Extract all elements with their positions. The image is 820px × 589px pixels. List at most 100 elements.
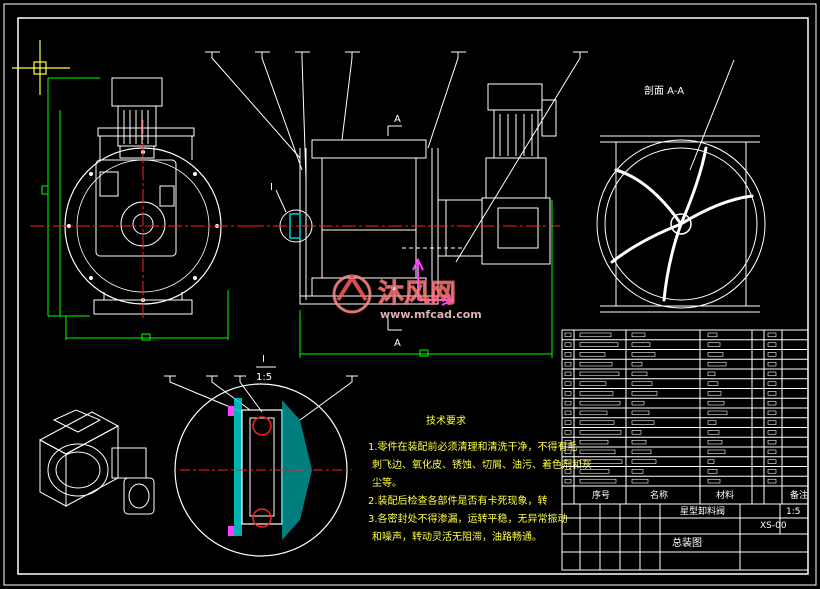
parts-cell-text — [707, 469, 718, 474]
parts-cell-text — [564, 410, 572, 416]
parts-cell-text — [564, 449, 572, 455]
notes-line-3: 尘等。 — [372, 476, 402, 489]
detail-scale-bottom: 1:5 — [256, 372, 272, 383]
parts-cell-text — [631, 400, 645, 406]
parts-cell-text — [707, 459, 715, 464]
outer-border — [3, 3, 817, 586]
parts-cell-text — [767, 332, 777, 338]
parts-cell-text — [579, 420, 615, 425]
technical-notes: 技术要求 1.零件在装配前必须清理和清洗干净，不得有毛 刺飞边、氧化皮、锈蚀、切… — [368, 414, 592, 543]
header-material: 材料 — [716, 489, 734, 501]
parts-cell-text — [707, 430, 720, 435]
parts-cell-text — [564, 400, 572, 406]
parts-cell-text — [767, 459, 777, 464]
parts-cell-text — [564, 439, 572, 445]
detail-i-view[interactable]: I 1:5 — [164, 354, 358, 557]
parts-cell-text — [631, 459, 657, 464]
parts-cell-text — [631, 391, 658, 396]
parts-cell-text — [707, 352, 724, 357]
notes-line-5: 3.各密封处不得渗漏，运转平稳，无异常振动 — [368, 512, 568, 525]
parts-cell-text — [767, 342, 777, 347]
detail-label: I — [270, 182, 273, 193]
parts-cell-text — [631, 430, 642, 435]
parts-cell-text — [631, 410, 650, 416]
watermark-url: www.mfcad.com — [380, 308, 482, 321]
parts-cell-text — [579, 332, 612, 338]
parts-cell-text — [631, 332, 646, 338]
parts-cell-text — [707, 361, 727, 367]
header-seq: 序号 — [592, 489, 610, 501]
section-label: 剖面 A-A — [644, 84, 684, 97]
parts-cell-text — [707, 449, 726, 455]
parts-cell-text — [767, 430, 777, 435]
parts-cell-text — [707, 332, 718, 338]
header-note: 备注 — [790, 489, 808, 501]
parts-cell-text — [579, 439, 609, 445]
drawing-code: XS-00 — [760, 521, 787, 531]
parts-cell-text — [579, 391, 614, 396]
parts-cell-text — [631, 478, 649, 484]
parts-cell-text — [707, 391, 722, 396]
drawing-scale: 1:5 — [786, 507, 800, 517]
notes-line-4: 2.装配后检查各部件是否有卡死现象，转 — [368, 494, 548, 507]
notes-line-6: 和噪声，转动灵活无阻滞，油路畅通。 — [372, 530, 542, 543]
title-block[interactable] — [561, 503, 809, 571]
parts-cell-text — [564, 332, 572, 338]
parts-cell-text — [631, 469, 644, 474]
ucs-crosshair-icon[interactable] — [12, 40, 70, 95]
parts-cell-text — [707, 371, 716, 377]
parts-cell-text — [767, 449, 777, 455]
parts-cell-text — [631, 352, 656, 357]
side-view[interactable]: I A A — [205, 51, 588, 358]
parts-cell-text — [767, 410, 777, 416]
parts-cell-text — [707, 342, 721, 347]
parts-cell-text — [767, 400, 777, 406]
parts-cell-text — [579, 400, 621, 406]
mfcad-logo-icon — [332, 274, 372, 314]
parts-cell-text — [631, 361, 643, 367]
parts-cell-text — [631, 420, 655, 425]
front-view[interactable] — [30, 77, 256, 341]
header-name: 名称 — [650, 489, 668, 501]
section-a-a-view[interactable]: 剖面 A-A — [596, 59, 766, 313]
parts-cell-text — [579, 459, 623, 464]
drawing-name: 总装图 — [672, 536, 702, 549]
parts-cell-text — [564, 381, 572, 386]
cut-mark-bottom: A — [394, 338, 401, 349]
parts-cell-text — [579, 342, 619, 347]
parts-cell-text — [707, 478, 721, 484]
parts-cell-text — [564, 478, 572, 484]
parts-cell-text — [631, 371, 648, 377]
parts-cell-text — [631, 342, 651, 347]
parts-cell-text — [564, 342, 572, 347]
parts-cell-text — [767, 381, 777, 386]
parts-cell-text — [564, 420, 572, 425]
parts-cell-text — [579, 430, 622, 435]
parts-cell-text — [767, 469, 777, 474]
notes-title: 技术要求 — [426, 414, 466, 427]
parts-cell-text — [707, 420, 717, 425]
parts-cell-text — [707, 400, 725, 406]
notes-line-1: 1.零件在装配前必须清理和清洗干净，不得有毛 — [368, 440, 578, 453]
notes-line-2: 刺飞边、氧化皮、锈蚀、切屑、油污、着色剂和灰 — [372, 458, 592, 471]
parts-cell-text — [564, 469, 572, 474]
detail-scale-top: I — [262, 354, 265, 365]
inner-border — [17, 17, 809, 575]
parts-cell-text — [564, 361, 572, 367]
parts-cell-text — [767, 439, 777, 445]
isometric-view[interactable] — [38, 409, 155, 515]
parts-cell-text — [564, 352, 572, 357]
parts-cell-text — [631, 439, 647, 445]
parts-cell-text — [579, 478, 617, 484]
parts-cell-text — [579, 381, 607, 386]
parts-cell-text — [707, 410, 728, 416]
parts-cell-text — [564, 459, 572, 464]
parts-cell-text — [767, 478, 777, 484]
parts-list-table[interactable] — [561, 329, 809, 505]
parts-cell-text — [579, 361, 613, 367]
parts-cell-text — [564, 430, 572, 435]
parts-cell-text — [579, 410, 608, 416]
watermark-brand: 沐风网 — [378, 279, 456, 309]
parts-cell-text — [579, 352, 606, 357]
